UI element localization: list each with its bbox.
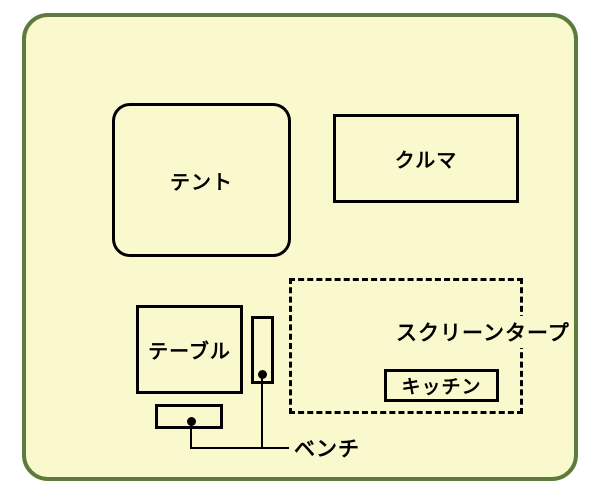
screen-tarp-label: スクリーンタープ xyxy=(393,316,573,348)
tent-box: テント xyxy=(112,103,291,257)
bench-vertical-callout-dot xyxy=(258,370,267,379)
bench-callout-horizontal-line xyxy=(190,447,289,449)
bench-horizontal-connector-line xyxy=(190,421,192,449)
car-box: クルマ xyxy=(333,114,519,203)
car-label: クルマ xyxy=(394,150,458,172)
kitchen-label: キッチン xyxy=(401,377,482,398)
bench-horizontal-callout-dot xyxy=(187,417,196,426)
tent-label: テント xyxy=(170,171,233,194)
table-label: テーブル xyxy=(148,341,231,363)
bench-label: ベンチ xyxy=(294,438,360,461)
bench-horizontal-box xyxy=(155,404,223,429)
bench-vertical-connector-line xyxy=(261,374,263,449)
campsite-area: テント クルマ スクリーンタープ キッチン テーブル ベンチ xyxy=(22,13,578,481)
kitchen-box: キッチン xyxy=(384,369,499,402)
table-box: テーブル xyxy=(136,305,243,394)
